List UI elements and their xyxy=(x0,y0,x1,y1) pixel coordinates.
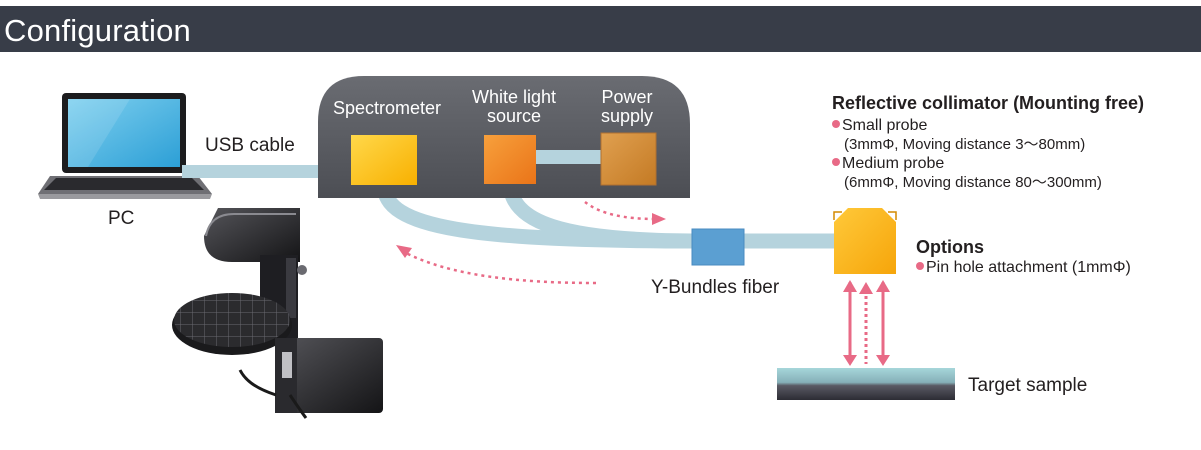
light-source-label-line1: White light xyxy=(471,87,557,107)
return-light-arrow xyxy=(396,245,597,285)
output-light-arrow xyxy=(584,201,666,225)
options-info: Options Pin hole attachment (1mmΦ) xyxy=(916,237,1131,277)
power-supply-label-line2: supply xyxy=(600,106,654,126)
target-sample-plate xyxy=(777,368,955,400)
power-supply-label: Power supply xyxy=(588,88,666,126)
power-supply-label-line1: Power xyxy=(601,87,653,107)
spectrometer-label: Spectrometer xyxy=(333,98,442,118)
usb-cable-label: USB cable xyxy=(205,135,295,156)
section-header: Configuration xyxy=(0,6,1201,52)
pc-label: PC xyxy=(108,208,135,229)
light-source-box xyxy=(484,135,536,184)
collimator-item-detail: (3mmΦ, Moving distance 3～80mm) xyxy=(844,136,1086,153)
options-item: Pin hole attachment (1mmΦ) xyxy=(916,258,1131,277)
collimator-ring-right xyxy=(888,211,897,220)
collimator-item: Medium probe xyxy=(832,154,1144,173)
target-sample-label: Target sample xyxy=(968,375,1088,396)
y-bundles-fiber-label: Y-Bundles fiber xyxy=(651,277,780,298)
light-source-label: White light source xyxy=(459,88,569,126)
bullet-icon xyxy=(832,120,840,128)
fiber-coupler xyxy=(691,228,745,266)
measurement-arrows xyxy=(843,280,890,366)
product-stage-icon xyxy=(172,208,383,419)
spectrometer-box xyxy=(351,135,417,185)
bullet-icon xyxy=(832,158,840,166)
collimator-item-name: Medium probe xyxy=(842,155,945,172)
usb-cable-line xyxy=(182,165,322,178)
pc-laptop-icon xyxy=(38,93,212,199)
collimator-title: Reflective collimator (Mounting free) xyxy=(832,93,1145,113)
collimator-info: Reflective collimator (Mounting free) Sm… xyxy=(832,93,1144,192)
collimator-item: Small probe xyxy=(832,116,1144,135)
collimator-item-name: Small probe xyxy=(842,117,928,134)
light-source-label-line2: source xyxy=(486,106,542,126)
section-title: Configuration xyxy=(4,13,191,48)
bullet-icon xyxy=(916,262,924,270)
power-link xyxy=(536,150,602,164)
power-supply-box xyxy=(600,132,657,186)
options-item-text: Pin hole attachment (1mmΦ) xyxy=(926,259,1131,276)
options-title: Options xyxy=(916,237,984,257)
collimator-probe xyxy=(834,208,896,274)
collimator-item-detail: (6mmΦ, Moving distance 80～300mm) xyxy=(844,174,1102,191)
collimator-ring-left xyxy=(833,211,842,220)
